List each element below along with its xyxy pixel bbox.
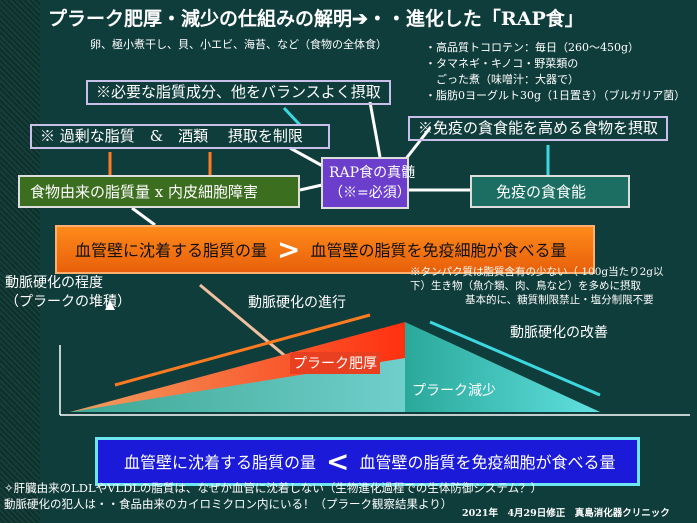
- improve-label: 動脈硬化の改善: [510, 325, 608, 341]
- phagocytosis-amount-label: 血管壁の脂質を免疫細胞が食べる量: [310, 241, 567, 260]
- footer-line: 動脈硬化の犯人は・・食品由来のカイロミクロン内にいる！（プラーク観察結果より）: [4, 497, 453, 511]
- protein-note: ※タンパク質は脂質含有の少ない（ 100g当たり2g以 下）生き物（魚介類、肉、…: [410, 265, 664, 307]
- phagocytosis-amount-label: 血管壁の脂質を免疫細胞が食べる量: [359, 453, 616, 472]
- pink-arrow: [199, 283, 291, 362]
- decorative-strip: [0, 0, 40, 523]
- immune-food-box: ※免疫の貪食能を高める食物を摂取: [408, 116, 669, 141]
- y-axis-label-line: 動脈硬化の程度: [5, 275, 103, 291]
- page-title: プラーク肥厚・減少の仕組みの解明➔・・進化した「RAP食」: [48, 8, 584, 30]
- list-item: ・高品質トコロテン：毎日（260〜450g）: [425, 41, 640, 54]
- rap-core-title: RAP食の真髄: [329, 165, 416, 181]
- arrows: [108, 106, 601, 397]
- cyan-arrow: [282, 106, 302, 127]
- chart-axes: [59, 345, 690, 416]
- cause-box: 食物由来の脂質量 x 内皮細胞障害: [18, 175, 300, 208]
- top-banner: 血管壁に沈着する脂質の量 > 血管壁の脂質を免疫細胞が食べる量: [55, 225, 595, 274]
- connector-lines: [289, 101, 470, 192]
- progress-arrow: [114, 313, 371, 387]
- list-item: ・タマネギ・キノコ・野菜類の: [425, 57, 579, 70]
- immune-phagocytosis-box: 免疫の貪食能: [470, 175, 630, 208]
- greater-than-symbol: >: [277, 233, 301, 266]
- improve-arrow: [429, 320, 601, 397]
- food-examples: 卵、極小煮干し、貝、小エビ、海苔、など（食物の全体食）: [90, 38, 387, 51]
- recommended-foods-list: ・高品質トコロテン：毎日（260〜450g） ・タマネギ・キノコ・野菜類の ごっ…: [425, 40, 685, 104]
- plaque-reduce-label: プラーク減少: [412, 383, 496, 399]
- rap-core-subtitle: （※=必須）: [329, 185, 411, 201]
- footer-notes: ✧肝臓由来のLDLやVLDLの脂質は、なぜか血管に沈着しない（生物進化過程での生…: [4, 480, 542, 512]
- restrict-intake-box: ※ 過剰な脂質 & 酒類 摂取を制限: [30, 124, 330, 149]
- plaque-thick-label: プラーク肥厚: [290, 352, 380, 374]
- plaque-reduce-area: [405, 322, 600, 412]
- progress-label: 動脈硬化の進行: [248, 295, 346, 311]
- less-than-symbol: <: [326, 445, 350, 478]
- note-line: 基本的に、糖質制限禁止・塩分制限不要: [465, 294, 654, 306]
- y-axis-label: 動脈硬化の程度 （プラークの堆積）: [5, 274, 131, 312]
- note-line: 下）生き物（魚介類、肉、鳥など）を多めに摂取: [410, 280, 641, 292]
- rap-core-box: RAP食の真髄 （※=必須）: [321, 157, 416, 209]
- list-item: ・脂肪0ヨーグルト30g（1日置き）（ブルガリア菌）: [425, 89, 686, 102]
- list-item: ごった煮（味噌汁：大器で）: [425, 73, 579, 86]
- balance-intake-box: ※必要な脂質成分、他をバランスよく摂取: [86, 80, 391, 105]
- footer-line: ✧肝臓由来のLDLやVLDLの脂質は、なぜか血管に沈着しない（生物進化過程での生…: [4, 481, 543, 495]
- y-axis-label-line: （プラークの堆積）: [5, 294, 131, 310]
- note-line: ※タンパク質は脂質含有の少ない（ 100g当たり2g以: [410, 266, 664, 278]
- credit: 2021年 4月29日修正 真島消化器クリニック: [462, 508, 670, 519]
- white-arrow: [131, 206, 156, 227]
- deposit-amount-label: 血管壁に沈着する脂質の量: [124, 453, 317, 472]
- deposit-amount-label: 血管壁に沈着する脂質の量: [75, 241, 268, 260]
- bottom-banner: 血管壁に沈着する脂質の量 < 血管壁の脂質を免疫細胞が食べる量: [95, 437, 640, 486]
